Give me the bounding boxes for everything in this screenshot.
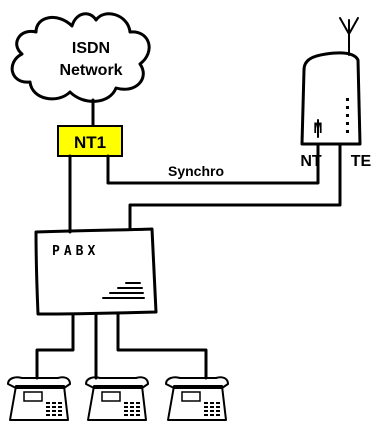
pabx-box: PABX <box>34 227 158 316</box>
terminal-mark: M <box>314 121 322 137</box>
terminal-indicator-dots <box>346 98 349 133</box>
cloud-line1: ISDN <box>72 40 110 57</box>
synchro-link <box>106 142 320 185</box>
antenna-icon <box>339 17 359 56</box>
phone-wiring <box>35 312 208 380</box>
nt-port-label: NT <box>300 153 322 170</box>
te-pabx-link <box>128 142 342 230</box>
pabx-vent-lines <box>102 282 145 299</box>
nt1-rect <box>57 125 123 157</box>
terminal-device: M NT TE <box>300 51 372 170</box>
nt1-box: NT1 <box>57 125 123 157</box>
phone-icon <box>165 376 229 421</box>
te-port-label: TE <box>351 153 372 170</box>
pabx-label: PABX <box>52 244 99 259</box>
cloud-line2: Network <box>59 62 122 79</box>
isdn-network-cloud: ISDN Network <box>10 12 151 103</box>
synchro-label: Synchro <box>168 163 224 179</box>
phone-icon <box>7 376 71 421</box>
nt1-label: NT1 <box>74 133 106 152</box>
phone-icon <box>85 376 149 421</box>
